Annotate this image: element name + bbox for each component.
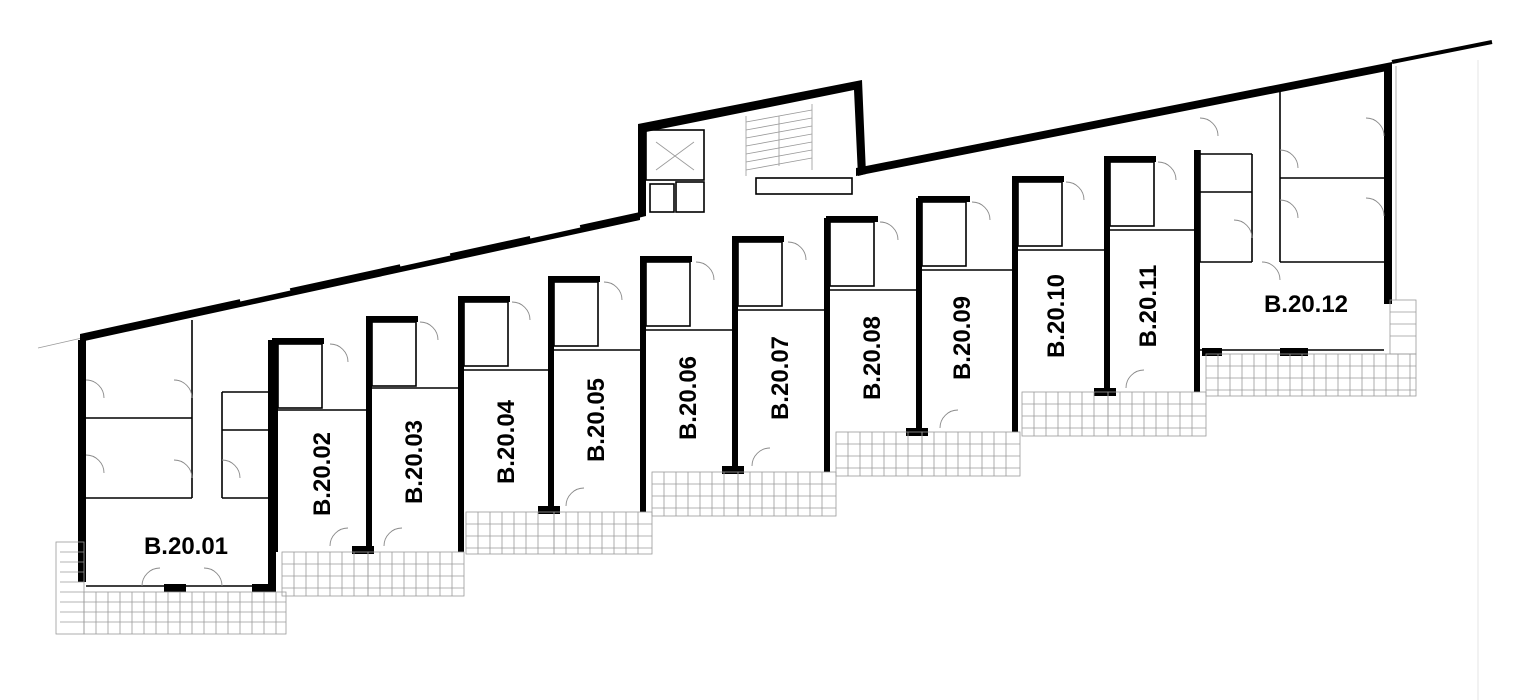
unit-label-b2007: B.20.07 [767, 336, 794, 420]
unit-label-b2008: B.20.08 [859, 316, 886, 400]
unit-b2001: B.20.01 [55, 320, 287, 635]
unit-b2009: B.20.09 [918, 178, 1021, 477]
balcony-b2011 [1107, 391, 1207, 437]
unit-label-b2005: B.20.05 [583, 378, 610, 462]
unit-b2007: B.20.07 [732, 218, 837, 517]
balcony-b2004 [465, 511, 555, 555]
unit-b2002: B.20.02 [272, 318, 374, 597]
balcony-b2012 [1205, 66, 1417, 397]
unit-label-b2009: B.20.09 [949, 296, 976, 380]
north-facade-wall [37, 40, 1493, 349]
unit-label-b2006: B.20.06 [675, 356, 702, 440]
balcony-b2005 [553, 511, 653, 555]
stair-core [638, 80, 866, 218]
unit-label-b2011: B.20.11 [1135, 265, 1162, 348]
unit-b2005: B.20.05 [548, 258, 653, 555]
balcony-b2009 [921, 431, 1021, 477]
unit-label-b2010: B.20.10 [1043, 274, 1070, 358]
unit-label-b2001: B.20.01 [144, 533, 228, 560]
balcony-b2003 [367, 551, 465, 597]
unit-label-b2003: B.20.03 [401, 420, 428, 504]
unit-b2006: B.20.06 [640, 238, 744, 517]
unit-label-b2004: B.20.04 [493, 399, 520, 484]
balcony-b2001 [55, 541, 287, 635]
unit-label-b2012: B.20.12 [1264, 291, 1348, 318]
unit-b2011: B.20.11 [1104, 150, 1207, 437]
staircase [745, 104, 813, 176]
balcony-b2006 [651, 471, 739, 517]
unit-b2010: B.20.10 [1012, 158, 1116, 437]
unit-b2008: B.20.08 [826, 198, 928, 477]
unit-b2004: B.20.04 [458, 278, 560, 555]
balcony-b2008 [835, 431, 923, 477]
unit-label-b2002: B.20.02 [309, 432, 336, 516]
balcony-b2010 [1021, 391, 1109, 437]
unit-b2003: B.20.03 [366, 298, 465, 597]
balcony-b2007 [737, 471, 837, 517]
unit-b2012: B.20.12 [1199, 64, 1417, 397]
balcony-b2002 [281, 551, 369, 597]
